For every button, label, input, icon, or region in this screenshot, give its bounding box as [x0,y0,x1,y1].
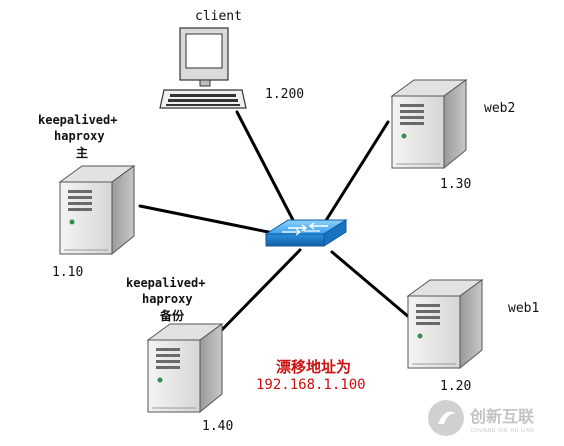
master-ip: 1.10 [52,265,83,280]
web2-ip: 1.30 [440,177,471,192]
web1-ip: 1.20 [440,379,471,394]
vip-title: 漂移地址为 [276,358,351,376]
backup-line1: keepalived+ [126,276,205,290]
web1-server-icon [407,279,483,369]
watermark-logo: 创新互联 CHUANG XIN HU LIAN [428,400,534,436]
links [138,110,412,342]
backup-ip: 1.40 [202,419,233,434]
link-web2-switch [323,120,390,224]
link-master-switch [138,204,280,236]
master-server-icon [59,165,135,255]
web2-label: web2 [484,101,515,116]
network-switch-icon [264,219,348,247]
master-line2: haproxy [54,129,105,143]
link-client-switch [235,110,296,224]
backup-line3: 备份 [159,308,185,323]
backup-line2: haproxy [142,292,193,306]
link-web1-switch [330,250,412,320]
master-line3: 主 [76,145,88,160]
link-backup-switch [210,248,302,342]
master-line1: keepalived+ [38,113,117,127]
client-label: client [195,9,242,24]
client-computer-icon [159,27,247,109]
vip-address: 192.168.1.100 [256,377,366,393]
watermark-text: 创新互联 [469,407,534,426]
watermark-sub: CHUANG XIN HU LIAN [471,428,534,434]
web1-label: web1 [508,301,539,316]
backup-server-icon [147,323,223,413]
client-ip: 1.200 [265,87,304,102]
web2-server-icon [391,79,467,169]
